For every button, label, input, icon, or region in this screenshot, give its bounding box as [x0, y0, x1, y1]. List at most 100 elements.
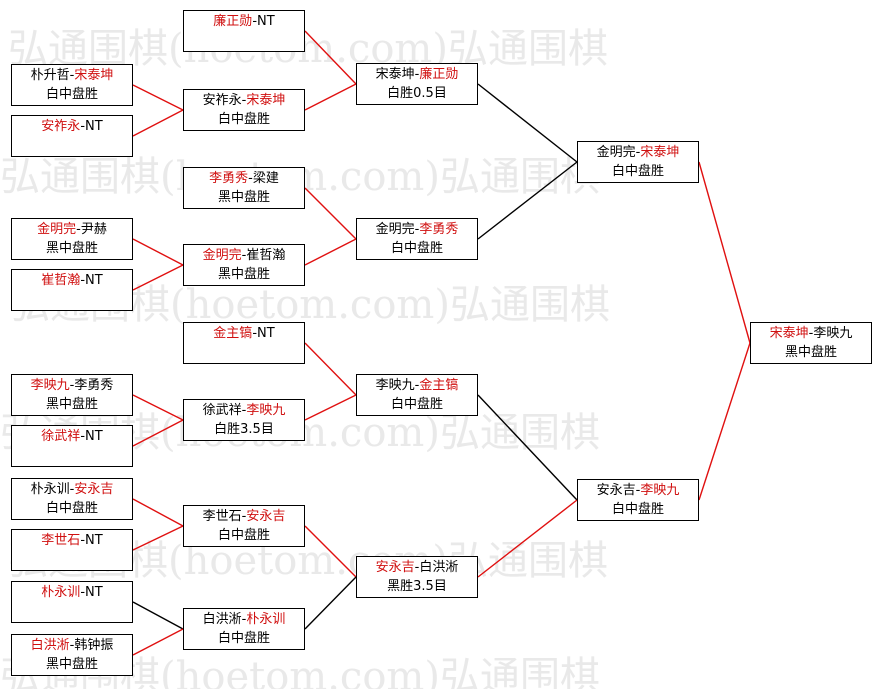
connector-line-23	[698, 342, 751, 501]
match-box-r2-8: 白洪淅-朴永训 白中盘胜	[183, 608, 305, 650]
match-result: 白中盘胜	[45, 501, 98, 516]
match-box-r4-1: 金明完-宋泰坤 白中盘胜	[577, 141, 699, 183]
match-box-final: 宋泰坤-李映九 黑中盘胜	[750, 322, 872, 364]
connector-line-8	[132, 601, 184, 630]
player-1: 金明完	[375, 222, 415, 237]
connector-line-19	[477, 161, 578, 240]
player-2: 宋泰坤	[74, 68, 114, 83]
match-box-r1-3: 金明完-尹赫 黑中盘胜	[11, 218, 133, 260]
match-result: 白中盘胜	[611, 502, 664, 517]
match-result: 白中盘胜	[390, 397, 443, 412]
player-2: 崔哲瀚	[246, 248, 286, 263]
match-result: 黑中盘胜	[45, 397, 98, 412]
match-box-r2-1: 廉正勋-NT	[183, 10, 305, 52]
player-2: 李映九	[246, 403, 286, 418]
connector-line-10	[304, 30, 357, 85]
match-box-r3-4: 安永吉-白洪淅 黑胜3.5目	[356, 556, 478, 598]
match-result: 白中盘胜	[390, 241, 443, 256]
match-result: 黑中盘胜	[217, 267, 270, 282]
player-2: NT	[257, 326, 275, 341]
match-box-r1-1: 朴升哲-宋泰坤 白中盘胜	[11, 64, 133, 106]
match-result: 黑中盘胜	[217, 190, 270, 205]
player-2: NT	[85, 429, 103, 444]
player-2: NT	[85, 119, 103, 134]
player-1: 徐武祥	[202, 403, 242, 418]
player-2: 李映九	[813, 326, 853, 341]
connector-line-22	[698, 161, 751, 344]
connector-line-17	[304, 576, 357, 630]
player-1: 徐武祥	[41, 429, 81, 444]
connector-line-15	[304, 394, 357, 421]
connector-line-21	[477, 499, 578, 578]
connector-line-7	[132, 525, 184, 551]
player-1: 宋泰坤	[375, 67, 415, 82]
match-result: 白中盘胜	[217, 112, 270, 127]
connector-line-11	[304, 83, 357, 111]
player-2: NT	[85, 585, 103, 600]
player-1: 李世石	[41, 533, 81, 548]
player-2: 宋泰坤	[246, 93, 286, 108]
connector-line-18	[477, 83, 578, 163]
match-result: 白中盘胜	[217, 528, 270, 543]
player-1: 李映九	[375, 378, 415, 393]
player-2: 白洪淅	[419, 560, 459, 575]
player-2: 尹赫	[80, 222, 107, 237]
player-1: 安祚永	[41, 119, 81, 134]
player-1: 廉正勋	[213, 14, 253, 29]
player-1: 李世石	[202, 509, 242, 524]
match-box-r1-7: 朴永训-安永吉 白中盘胜	[11, 478, 133, 520]
connector-line-2	[132, 238, 184, 266]
match-box-r1-6: 徐武祥-NT	[11, 425, 133, 467]
player-1: 崔哲瀚	[41, 273, 81, 288]
match-result: 白中盘胜	[611, 164, 664, 179]
player-1: 李勇秀	[209, 171, 249, 186]
match-result: 黑胜3.5目	[387, 579, 447, 594]
connector-line-4	[132, 394, 184, 421]
player-1: 朴永训	[41, 585, 81, 600]
player-1: 金明完	[202, 248, 242, 263]
match-box-r3-2: 金明完-李勇秀 白中盘胜	[356, 218, 478, 260]
match-box-r1-8: 李世石-NT	[11, 529, 133, 571]
player-1: 白洪淅	[202, 612, 242, 627]
player-1: 金明完	[37, 222, 77, 237]
match-box-r1-2: 安祚永-NT	[11, 115, 133, 157]
connector-line-3	[132, 264, 184, 291]
match-result: 白胜3.5目	[214, 422, 274, 437]
connector-line-9	[132, 628, 184, 656]
connector-line-13	[304, 238, 357, 266]
player-2: 梁建	[252, 171, 279, 186]
player-1: 朴永训	[30, 482, 70, 497]
match-result: 白胜0.5目	[387, 86, 447, 101]
match-result: 白中盘胜	[217, 631, 270, 646]
match-box-r3-3: 李映九-金主镐 白中盘胜	[356, 374, 478, 416]
match-box-r2-2: 安祚永-宋泰坤 白中盘胜	[183, 89, 305, 131]
match-box-r1-4: 崔哲瀚-NT	[11, 269, 133, 311]
player-1: 金明完	[596, 145, 636, 160]
match-box-r2-7: 李世石-安永吉 白中盘胜	[183, 505, 305, 547]
player-2: 朴永训	[246, 612, 286, 627]
match-box-r2-4: 金明完-崔哲瀚 黑中盘胜	[183, 244, 305, 286]
match-result: 黑中盘胜	[45, 657, 98, 672]
match-box-r3-1: 宋泰坤-廉正勋 白胜0.5目	[356, 63, 478, 105]
match-box-r2-3: 李勇秀-梁建 黑中盘胜	[183, 167, 305, 209]
connector-line-20	[477, 394, 578, 501]
player-1: 安祚永	[202, 93, 242, 108]
player-1: 朴升哲	[30, 68, 70, 83]
player-1: 安永吉	[596, 483, 636, 498]
match-box-r1-9: 朴永训-NT	[11, 581, 133, 623]
match-box-r2-6: 徐武祥-李映九 白胜3.5目	[183, 399, 305, 441]
match-result: 黑中盘胜	[45, 241, 98, 256]
connector-line-0	[132, 84, 184, 111]
match-result: 黑中盘胜	[784, 345, 837, 360]
player-2: NT	[85, 273, 103, 288]
match-box-r2-5: 金主镐-NT	[183, 322, 305, 364]
match-box-r1-5: 李映九-李勇秀 黑中盘胜	[11, 374, 133, 416]
player-2: 李勇秀	[419, 222, 459, 237]
player-2: 李映九	[640, 483, 680, 498]
player-2: NT	[85, 533, 103, 548]
match-box-r4-2: 安永吉-李映九 白中盘胜	[577, 479, 699, 521]
connector-line-6	[132, 498, 184, 527]
player-1: 白洪淅	[30, 638, 70, 653]
player-1: 宋泰坤	[769, 326, 809, 341]
